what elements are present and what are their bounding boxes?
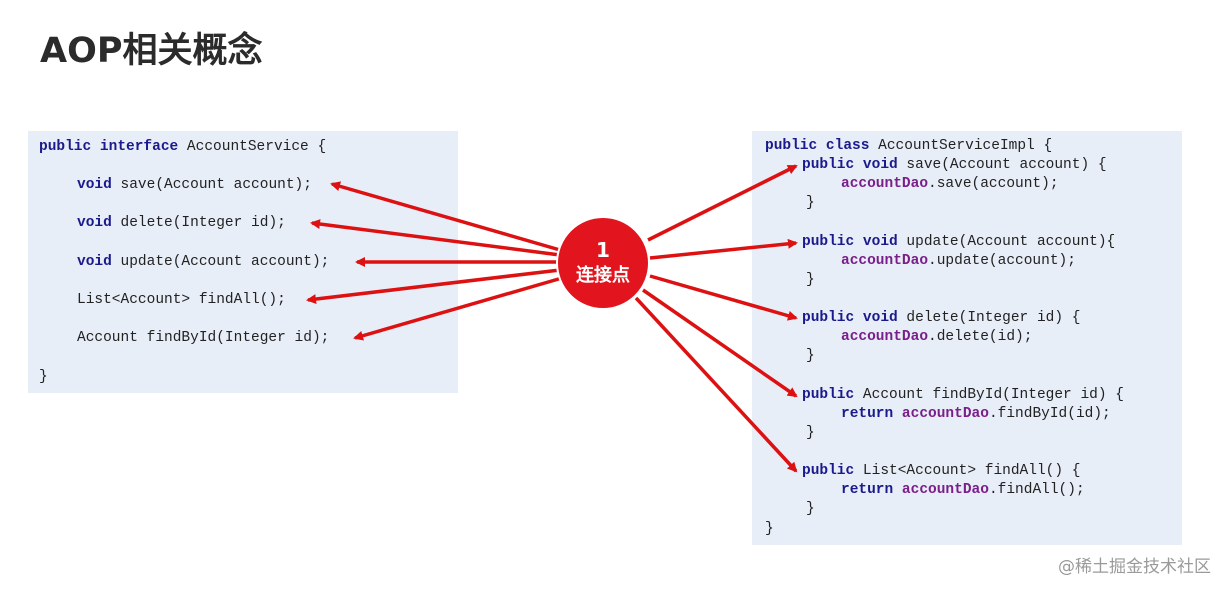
code-text: Account findById(Integer id); [77,330,330,346]
arrow-to-impl-findbyid [642,288,798,398]
code-text: save(Account account); [111,177,312,193]
code-keyword: public void [802,234,898,250]
code-line-method-delete: void delete(Integer id); [77,214,286,232]
code-keyword: public [802,463,855,479]
code-line-impl-save-body: accountDao.save(account); [841,175,1059,193]
code-text: .save(account); [928,176,1059,192]
code-text: List<Account> findAll() { [854,463,1081,479]
code-line-class-header: public class AccountServiceImpl { [765,137,1052,155]
code-text: delete(Integer id); [111,215,286,231]
code-line-method-update: void update(Account account); [77,253,329,271]
code-keyword: void [77,215,112,231]
impl-code-panel: public class AccountServiceImpl { public… [752,131,1182,545]
code-field: accountDao [901,406,989,422]
code-field: accountDao [841,329,929,345]
code-line-impl-update-signature: public void update(Account account){ [802,233,1115,251]
code-line-impl-update-body: accountDao.update(account); [841,252,1076,270]
arrow-to-impl-delete [649,274,798,321]
arrow-to-interface-findbyid [353,276,563,341]
code-line-method-findall: List<Account> findAll(); [77,291,286,309]
code-text: .findAll(); [988,482,1085,498]
code-keyword: return [841,482,902,498]
code-line-interface-close: } [39,369,48,385]
code-line-impl-findall-close: } [806,501,815,517]
code-text: AccountService { [178,139,327,155]
code-line-impl-findbyid-close: } [806,425,815,441]
code-line-impl-save-close: } [806,195,815,211]
badge-circle [556,216,650,310]
code-keyword: void [77,177,112,193]
code-line-impl-delete-close: } [806,348,815,364]
code-line-impl-findall-signature: public List<Account> findAll() { [802,462,1080,480]
code-field: accountDao [841,176,929,192]
arrow-to-impl-save [647,164,798,242]
code-text: update(Account account){ [897,234,1116,250]
code-keyword: return [841,406,902,422]
code-keyword: public void [802,310,898,326]
code-line-method-save: void save(Account account); [77,176,312,194]
arrow-to-interface-delete [310,219,561,257]
code-text: delete(Integer id) { [897,310,1081,326]
code-line-impl-save-signature: public void save(Account account) { [802,156,1107,174]
arrow-to-impl-update [649,238,798,260]
code-line-interface-header: public interface AccountService { [39,138,326,156]
arrow-to-interface-save [330,181,561,252]
watermark: @稀土掘金技术社区 [1058,557,1211,577]
code-line-class-close: } [765,521,774,537]
code-text: save(Account account) { [897,157,1107,173]
code-keyword: public interface [39,139,179,155]
badge-label: 连接点 [576,264,630,286]
code-text: List<Account> findAll(); [77,292,286,308]
code-line-impl-update-close: } [806,272,815,288]
code-text: .delete(id); [928,329,1033,345]
code-keyword: void [77,254,112,270]
code-line-impl-delete-body: accountDao.delete(id); [841,328,1032,346]
code-text: AccountServiceImpl { [869,138,1053,154]
arrow-to-impl-findall [634,296,798,473]
code-field: accountDao [901,482,989,498]
code-text: update(Account account); [111,254,330,270]
code-line-impl-delete-signature: public void delete(Integer id) { [802,309,1080,327]
badge-number: 1 [596,238,610,262]
join-point-badge: 1 连接点 [556,216,650,310]
page-title: AOP相关概念 [40,31,263,71]
code-text: Account findById(Integer id) { [854,387,1124,403]
arrow-to-interface-findall [306,268,561,305]
code-line-method-findbyid: Account findById(Integer id); [77,329,329,347]
code-field: accountDao [841,253,929,269]
code-keyword: public [802,387,855,403]
code-text: .findById(id); [988,406,1111,422]
code-line-impl-findbyid-signature: public Account findById(Integer id) { [802,386,1124,404]
code-keyword: public void [802,157,898,173]
code-line-impl-findall-body: return accountDao.findAll(); [841,481,1085,499]
code-line-impl-findbyid-body: return accountDao.findById(id); [841,405,1111,423]
code-text: .update(account); [928,253,1076,269]
code-keyword: public class [765,138,870,154]
